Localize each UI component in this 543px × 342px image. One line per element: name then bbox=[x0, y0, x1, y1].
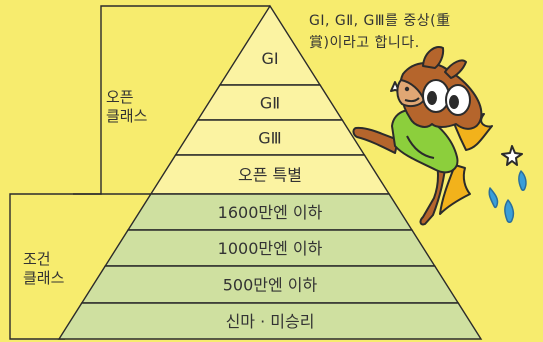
tier-label-g3: GⅢ bbox=[258, 129, 281, 148]
conditional-class-label-line-2: 클래스 bbox=[23, 269, 65, 287]
conditional-class-label-line-1: 조건 bbox=[23, 250, 51, 268]
conditional-class-bracket bbox=[9, 193, 158, 340]
tier-label-under-16m: 1600만엔 이하 bbox=[218, 203, 323, 222]
open-class-label: 오픈 클래스 bbox=[106, 88, 147, 126]
open-class-label-line-1: 오픈 bbox=[106, 88, 134, 106]
tier-g1 bbox=[218, 4, 322, 86]
grade-note: GⅠ, GⅡ, GⅢ를 중상(重 賞)이라고 합니다. bbox=[309, 10, 541, 54]
tier-label-g2: GⅡ bbox=[260, 94, 280, 113]
tier-label-under-10m: 1000만엔 이하 bbox=[218, 239, 323, 258]
pyramid-tiers: GⅠ GⅡ GⅢ 오픈 특별 1600만엔 이하 1000만엔 이하 500만엔 이하신마 … bbox=[57, 4, 483, 340]
conditional-class-label: 조건 클래스 bbox=[23, 250, 64, 288]
tier-label-open-special: 오픈 특별 bbox=[238, 166, 302, 185]
grade-note-line-2: 賞)이라고 합니다. bbox=[309, 35, 420, 51]
tier-label-maiden: 신마 · 미승리 bbox=[226, 312, 315, 331]
tier-maiden bbox=[57, 302, 483, 340]
tier-label-under-5m: 500만엔 이하 bbox=[223, 276, 318, 295]
tier-label-g1: GⅠ bbox=[261, 49, 278, 68]
open-class-label-line-2: 클래스 bbox=[106, 107, 148, 125]
grade-note-line-1: GⅠ, GⅡ, GⅢ를 중상(重 bbox=[309, 13, 451, 29]
horse-mascot-icon bbox=[352, 46, 527, 226]
